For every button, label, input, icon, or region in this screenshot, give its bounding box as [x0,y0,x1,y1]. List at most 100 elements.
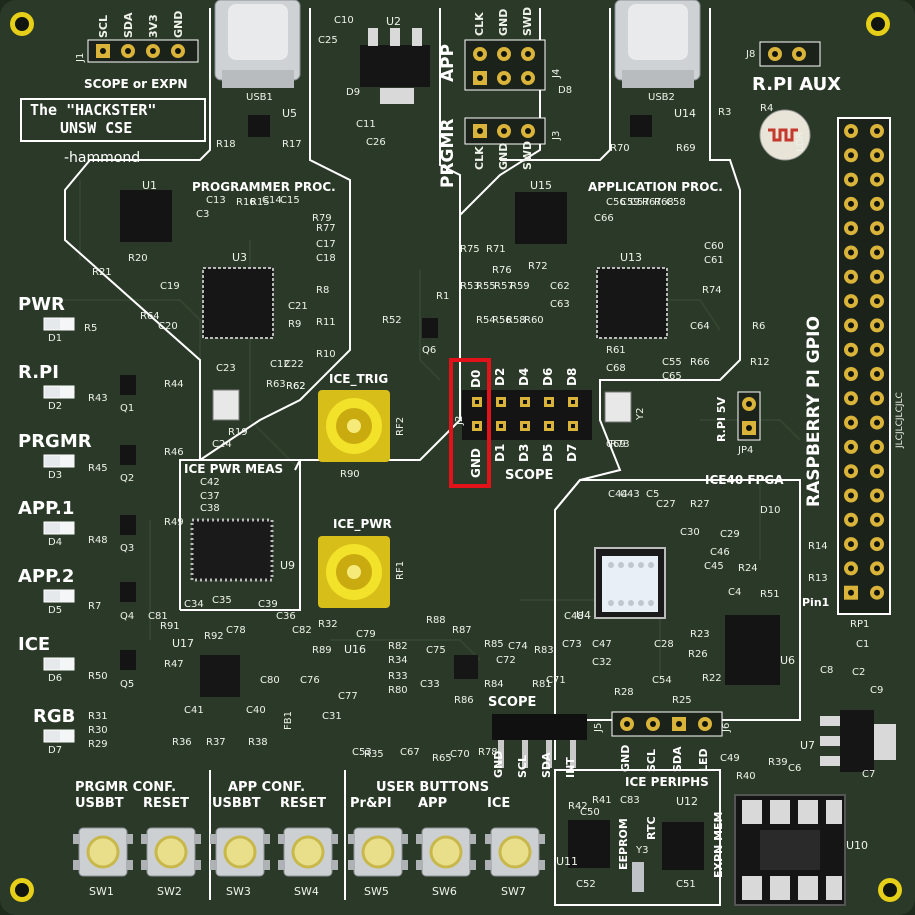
pin-headers[interactable] [87,39,821,737]
j3-clk: CLK [473,146,486,170]
refdes-label: C70 [450,749,470,760]
ic-ref: U16 [344,643,367,656]
refdes-label: R86 [454,695,474,706]
j8-ref: J8 [746,49,756,60]
refdes-label: R21 [92,267,112,278]
refdes-label: C69 [606,439,626,450]
refdes-label: R5 [84,323,98,334]
refdes-label: C34 [184,599,204,610]
prgmr-vertical-label: PRGMR [438,118,458,188]
switch-sw5[interactable] [348,827,408,877]
led-ref: D6 [48,673,63,684]
refdes-label: C39 [258,599,278,610]
switch-sub-label: USBBT [212,796,261,811]
refdes-label: C65 [662,371,682,382]
refdes-label: Q2 [120,473,135,484]
refdes-label: C79 [356,629,376,640]
rpi-gpio-header[interactable] [837,117,891,615]
ic-ref: U3 [232,251,248,264]
ic-ref: U17 [172,637,195,650]
scope-or-expn-label: SCOPE or EXPN [84,77,188,91]
ice40-fpga-label: ICE40 FPGA [705,473,784,487]
refdes-label: R68 [654,197,674,208]
rf1-ref: RF1 [395,560,406,580]
refdes-label: C52 [576,879,596,890]
j3-ref: J3 [551,130,562,140]
switch-sw1[interactable] [73,827,133,877]
y2-ref: Y2 [635,407,646,420]
refdes-label: R40 [736,771,756,782]
j2-d4: D4 [517,367,531,386]
refdes-label: R58 [506,315,526,326]
refdes-label: C47 [592,639,612,650]
refdes-label: C53 [352,747,372,758]
j6-scl: SCL [645,748,658,772]
refdes-label: R11 [316,317,336,328]
led-ref: D2 [48,401,63,412]
rtc-label: RTC [645,816,658,840]
board-title-line1: The "HACKSTER" [30,101,157,119]
pin1-label: Pin1 [802,596,830,609]
refdes-label: R74 [702,285,722,296]
refdes-label: C55 [662,357,682,368]
refdes-label: R15 [250,197,270,208]
j5-header[interactable] [492,714,587,768]
switch-sw4[interactable] [278,827,338,877]
ice-pwr-meas-label: ICE PWR MEAS [184,462,284,476]
tactile-switches[interactable] [73,827,545,877]
usb2-connector[interactable] [614,0,701,88]
refdes-label: R35 [364,749,384,760]
led-label: RGB [33,706,76,727]
refdes-label: R62 [286,381,306,392]
refdes-label: R61 [606,345,626,356]
refdes-label: C4 [728,587,742,598]
j2-gnd: GND [469,448,483,478]
refdes-label: C1 [856,639,870,650]
switch-sw3[interactable] [210,827,270,877]
j5-ref: J5 [593,722,604,732]
sma-ice-trig[interactable] [318,390,390,462]
switch-sw2[interactable] [141,827,201,877]
refdes-label: C33 [420,679,440,690]
refdes-label: R3 [718,107,732,118]
refdes-label: R88 [426,615,446,626]
app-vertical-label: APP [438,43,458,82]
refdes-label: C76 [300,675,320,686]
refdes-label: C43 [620,489,640,500]
switch-ref: SW1 [89,885,114,898]
j5-int: INT [564,757,577,778]
switch-sw6[interactable] [416,827,476,877]
u7-regulator [820,710,896,772]
rpi-aux-label: R.PI AUX [752,74,842,95]
ice-periphs-label: ICE PERIPHS [625,775,709,789]
j3-swd: SWD [521,140,534,170]
led-ref: D7 [48,745,63,756]
refdes-label: C31 [322,711,342,722]
j2-d0: D0 [469,369,483,388]
j2-scope-header[interactable] [462,390,592,440]
refdes-label: D9 [346,87,361,98]
refdes-label: C60 [704,241,724,252]
sma-ice-pwr[interactable] [318,536,390,608]
programmer-proc-label: PROGRAMMER PROC. [192,180,336,194]
refdes-label: C32 [592,657,612,668]
refdes-label: R42 [568,801,588,812]
refdes-label: R63 [266,379,286,390]
refdes-label: R54 [476,315,496,326]
refdes-label: C22 [284,359,304,370]
refdes-label: C42 [200,477,220,488]
switch-sub-label: APP [418,796,448,811]
refdes-label: R69 [676,143,696,154]
refdes-label: R80 [388,685,408,696]
switch-sw7[interactable] [485,827,545,877]
ic-ref: U4 [576,609,592,622]
refdes-label: C64 [690,321,710,332]
usb1-connector[interactable] [214,0,301,88]
refdes-label: Q3 [120,543,135,554]
ic-ref: U9 [280,559,296,572]
refdes-label: R12 [750,357,770,368]
j6-gnd: GND [619,744,632,772]
refdes-label: C56 [606,197,626,208]
j2-d6: D6 [541,367,555,386]
rpi-gpio-label: RASPBERRY PI GPIO [804,316,824,507]
